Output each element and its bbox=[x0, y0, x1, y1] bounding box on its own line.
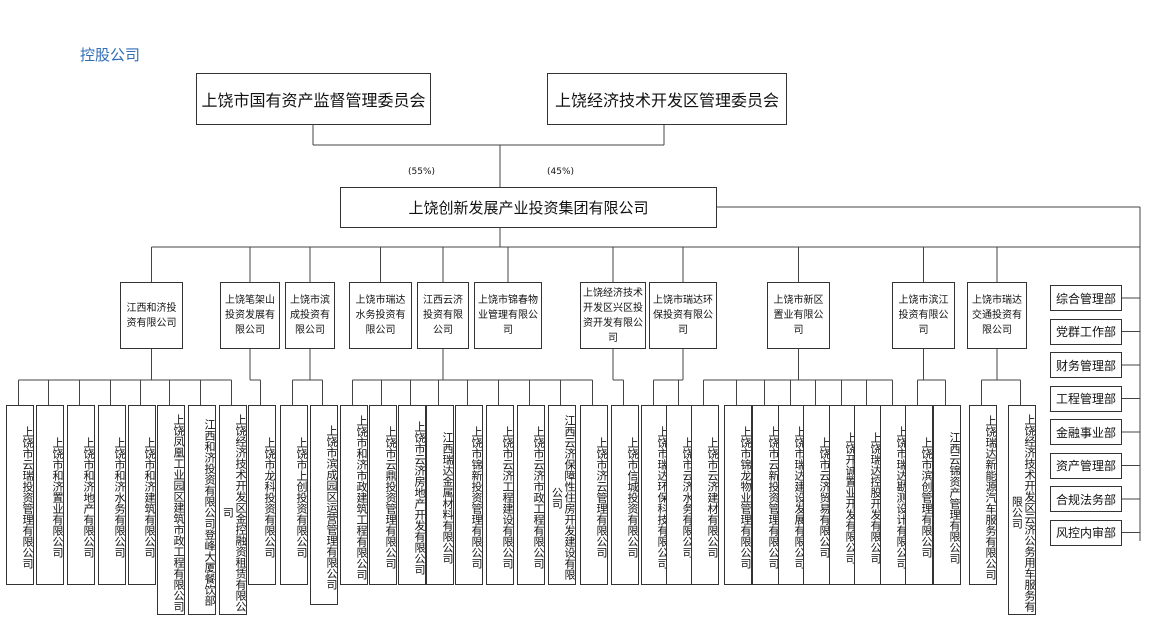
grandchild-box: 上饶市云新投资管理有限公司 bbox=[752, 405, 780, 585]
grandchild-box: 上饶市锦龙物业管理有限公司 bbox=[724, 405, 752, 585]
grandchild-box: 上饶瑞达新能源汽车服务有限公司 bbox=[969, 405, 997, 585]
subsidiary-box: 江西和济投资有限公司 bbox=[120, 282, 183, 349]
subsidiary-box: 上饶市滨成投资有限公司 bbox=[285, 282, 335, 349]
shareholder-box: 上饶市国有资产监督管理委员会 bbox=[196, 73, 431, 125]
subsidiary-box: 上饶笔架山投资发展有限公司 bbox=[220, 282, 280, 349]
page-title: 控股公司 bbox=[80, 46, 141, 64]
grandchild-box: 上饶市云济水务有限公司 bbox=[666, 405, 694, 585]
grandchild-box: 江西和济投资有限公司登峰大厦餐饮部 bbox=[188, 405, 216, 615]
grandchild-box: 上饶瑞达控股开发有限公司 bbox=[854, 405, 882, 585]
subsidiary-box: 上饶市锦春物业管理有限公司 bbox=[474, 282, 542, 349]
subsidiary-box: 上饶市瑞达交通投资有限公司 bbox=[967, 282, 1027, 349]
subsidiary-box: 江西云济投资有限公司 bbox=[417, 282, 469, 349]
grandchild-box: 上饶市瑞达建设发展有限公司 bbox=[778, 405, 806, 585]
grandchild-box: 上饶市和济地产有限公司 bbox=[67, 405, 95, 585]
grandchild-box: 江西云济保障性住房开发建设有限公司 bbox=[548, 405, 576, 585]
grandchild-box: 上饶经济技术开发区金控融资租赁有限公司 bbox=[219, 405, 247, 615]
grandchild-box: 上饶市瑞达勘测设计有限公司 bbox=[880, 405, 908, 585]
grandchild-box: 上饶市云鼎投资管理有限公司 bbox=[369, 405, 397, 585]
grandchild-box: 上饶市瑞达环保科技有限公司 bbox=[641, 405, 669, 585]
share-percent: (45%) bbox=[547, 167, 575, 177]
department-box: 金融事业部 bbox=[1050, 419, 1122, 445]
share-percent: (55%) bbox=[408, 167, 436, 177]
grandchild-box: 上饶市济云管理有限公司 bbox=[580, 405, 608, 585]
grandchild-box: 上饶市龙科投资有限公司 bbox=[248, 405, 276, 585]
grandchild-box: 上饶市滨创管理有限公司 bbox=[905, 405, 933, 585]
department-box: 资产管理部 bbox=[1050, 452, 1122, 479]
subsidiary-box: 上饶市滨江投资有限公司 bbox=[892, 282, 955, 349]
grandchild-box: 上饶市滨成园区运营管理有限公司 bbox=[310, 405, 338, 605]
shareholder-box: 上饶经济技术开发区管理委员会 bbox=[547, 73, 787, 125]
grandchild-box: 江西瑞达金属材料有限公司 bbox=[426, 405, 454, 585]
grandchild-box: 上饶市上创投资有限公司 bbox=[280, 405, 308, 585]
department-box: 合规法务部 bbox=[1050, 486, 1122, 512]
grandchild-box: 上饶市云济建材有限公司 bbox=[691, 405, 719, 585]
grandchild-box: 上饶市信城投资有限公司 bbox=[611, 405, 639, 585]
grandchild-box: 上饶凤凰工业园区建筑市政工程有限公司 bbox=[157, 405, 185, 615]
subsidiary-box: 上饶市瑞达环保投资有限公司 bbox=[649, 282, 717, 349]
department-box: 党群工作部 bbox=[1050, 318, 1122, 345]
grandchild-box: 江西云锦资产管理有限公司 bbox=[933, 405, 961, 585]
subsidiary-box: 上饶市瑞达水务投资有限公司 bbox=[349, 282, 412, 349]
grandchild-box: 上饶市云济贸易有限公司 bbox=[803, 405, 831, 585]
grandchild-box: 上饶市和济置业有限公司 bbox=[36, 405, 64, 585]
grandchild-box: 上饶市锦新投资管理有限公司 bbox=[455, 405, 483, 585]
grandchild-box: 上饶市云济市政工程有限公司 bbox=[517, 405, 545, 585]
department-box: 风控内审部 bbox=[1050, 519, 1122, 546]
grandchild-box: 上饶市云瑞投资管理有限公司 bbox=[6, 405, 34, 585]
grandchild-box: 上饶市和济水务有限公司 bbox=[98, 405, 126, 585]
grandchild-box: 上饶市云济房地产开发有限公司 bbox=[398, 405, 426, 585]
department-box: 综合管理部 bbox=[1050, 285, 1122, 311]
group-company-box: 上饶创新发展产业投资集团有限公司 bbox=[340, 187, 717, 228]
department-box: 财务管理部 bbox=[1050, 352, 1122, 378]
department-box: 工程管理部 bbox=[1050, 385, 1122, 412]
subsidiary-box: 上饶市新区置业有限公司 bbox=[767, 282, 830, 349]
grandchild-box: 上饶市和济市政建筑工程有限公司 bbox=[340, 405, 368, 585]
grandchild-box: 上饶开诚置业开发有限公司 bbox=[829, 405, 857, 585]
grandchild-box: 上饶市云济工程建设有限公司 bbox=[486, 405, 514, 585]
grandchild-box: 上饶市和济建筑有限公司 bbox=[128, 405, 156, 585]
subsidiary-box: 上饶经济技术开发区兴区投资开发有限公司 bbox=[580, 282, 646, 349]
grandchild-box: 上饶经济技术开发区云济公务用车服务有限公司 bbox=[1008, 405, 1036, 615]
